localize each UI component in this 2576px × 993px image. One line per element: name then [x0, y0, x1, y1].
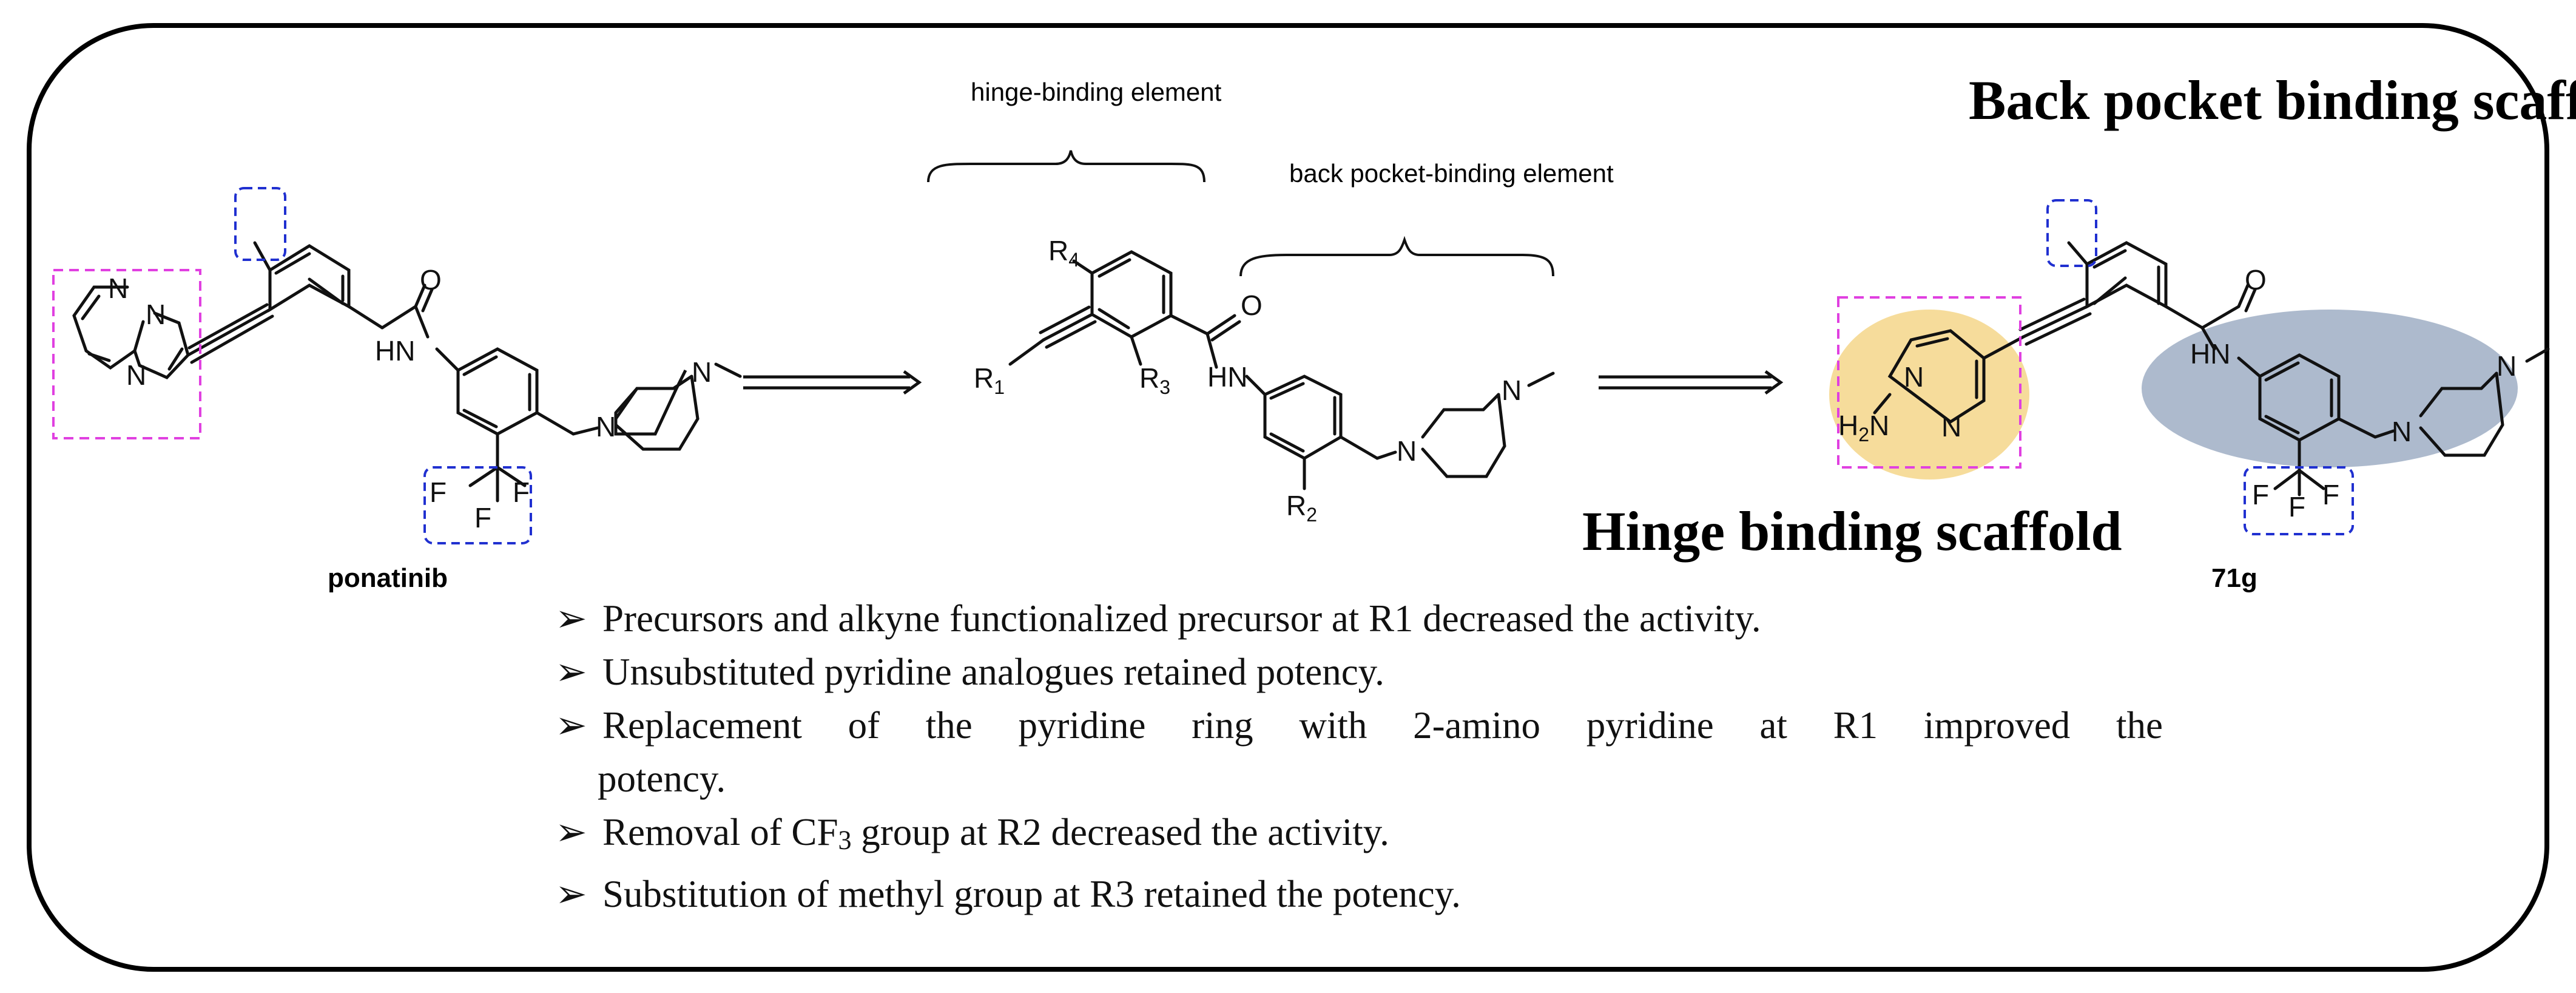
back-pocket-highlight — [2142, 310, 2518, 467]
bullet-arrow-icon: ➢ — [555, 704, 587, 747]
ponatinib-structure — [72, 241, 742, 503]
bullet-arrow-icon: ➢ — [555, 597, 587, 640]
compound-71g-structure — [1873, 241, 2550, 496]
hinge-binding-scaffold-label: Hinge binding scaffold — [1582, 500, 2122, 562]
ponatinib-n3: N — [126, 359, 147, 391]
sar-bullet-3-text: Replacement of the pyridine ring with 2-… — [602, 704, 2163, 747]
sar-bullet-4-text-b: group at R2 decreased the activity. — [851, 811, 1389, 853]
r1-label: R1 — [974, 362, 1005, 399]
sar-bullet-5-text: Substitution of methyl group at R3 retai… — [602, 872, 1461, 915]
sar-bullet-3-text-cont: potency. — [598, 757, 726, 800]
sar-bullet-4: ➢ Removal of CF3 group at R2 decreased th… — [555, 805, 2163, 867]
bullet-arrow-icon: ➢ — [555, 872, 587, 915]
ponatinib-label: ponatinib — [328, 563, 448, 593]
ponatinib-n1: N — [108, 273, 129, 304]
ponatinib-n2: N — [146, 299, 166, 330]
71g-hn: HN — [2190, 338, 2231, 370]
sar-bullet-list: ➢ Precursors and alkyne functionalized pr… — [555, 592, 2163, 921]
bullet-arrow-icon: ➢ — [555, 651, 587, 693]
71g-f1: F — [2252, 479, 2270, 510]
71g-f3: F — [2288, 491, 2306, 523]
back-pocket-binding-element-label: back pocket-binding element — [1289, 159, 1614, 188]
sar-bullet-1-text: Precursors and alkyne functionalized pre… — [602, 597, 1761, 640]
r3-label: R3 — [1139, 362, 1171, 399]
71g-n1: N — [1904, 361, 1924, 393]
ponatinib-f3: F — [474, 502, 492, 534]
back-pocket-binding-scaffold-label: Back pocket binding scaffold — [1969, 69, 2576, 131]
ponatinib-methyl-box — [234, 187, 286, 261]
71g-f2: F — [2322, 479, 2340, 510]
71g-cf3-box — [2244, 466, 2354, 535]
sar-bullet-3-cont: potency. — [555, 752, 2163, 805]
r4-label: R4 — [1048, 235, 1080, 271]
retro-arrow-2 — [1599, 370, 1784, 395]
r2-label: R2 — [1286, 490, 1318, 526]
71g-nh2: H2N — [1838, 410, 1890, 446]
scaffold-n-pip2: N — [1502, 374, 1522, 406]
scaffold-structure — [1008, 250, 1555, 490]
71g-n2: N — [1941, 411, 1962, 442]
sar-bullet-2-text: Unsubstituted pyridine analogues retaine… — [602, 651, 1384, 693]
71g-n-pip2: N — [2497, 350, 2517, 382]
ponatinib-hn: HN — [375, 335, 416, 367]
ponatinib-cf3-box — [423, 466, 532, 544]
hinge-brace — [927, 150, 1205, 183]
sar-bullet-3: ➢ Replacement of the pyridine ring with 2… — [555, 699, 2163, 752]
71g-hinge-box — [1837, 296, 2021, 469]
retro-arrow-1 — [743, 370, 922, 395]
scaffold-hn: HN — [1207, 361, 1248, 393]
ponatinib-o: O — [420, 264, 442, 296]
sar-bullet-4-sub: 3 — [838, 825, 852, 855]
sar-bullet-2: ➢ Unsubstituted pyridine analogues retain… — [555, 645, 2163, 699]
hinge-highlight — [1829, 310, 2029, 480]
ponatinib-f2: F — [513, 476, 530, 508]
bullet-arrow-icon: ➢ — [555, 811, 587, 853]
hinge-binding-element-label: hinge-binding element — [971, 78, 1222, 106]
71g-methyl-box — [2046, 199, 2097, 267]
scaffold-o: O — [1241, 290, 1263, 321]
ponatinib-hinge-box — [52, 269, 201, 439]
ponatinib-f1: F — [430, 476, 447, 508]
back-pocket-brace — [1239, 236, 1554, 277]
sar-bullet-1: ➢ Precursors and alkyne functionalized pr… — [555, 592, 2163, 645]
ponatinib-n-pip1: N — [596, 411, 616, 442]
sar-bullet-4-text-a: Removal of CF — [602, 811, 838, 853]
scaffold-n-pip1: N — [1397, 435, 1417, 467]
figure-frame — [27, 23, 2549, 972]
71g-o: O — [2245, 264, 2267, 296]
compound-71g-label: 71g — [2211, 563, 2257, 593]
sar-bullet-5: ➢ Substitution of methyl group at R3 reta… — [555, 867, 2163, 921]
ponatinib-n-pip2: N — [692, 356, 712, 388]
71g-n-pip1: N — [2392, 416, 2412, 447]
